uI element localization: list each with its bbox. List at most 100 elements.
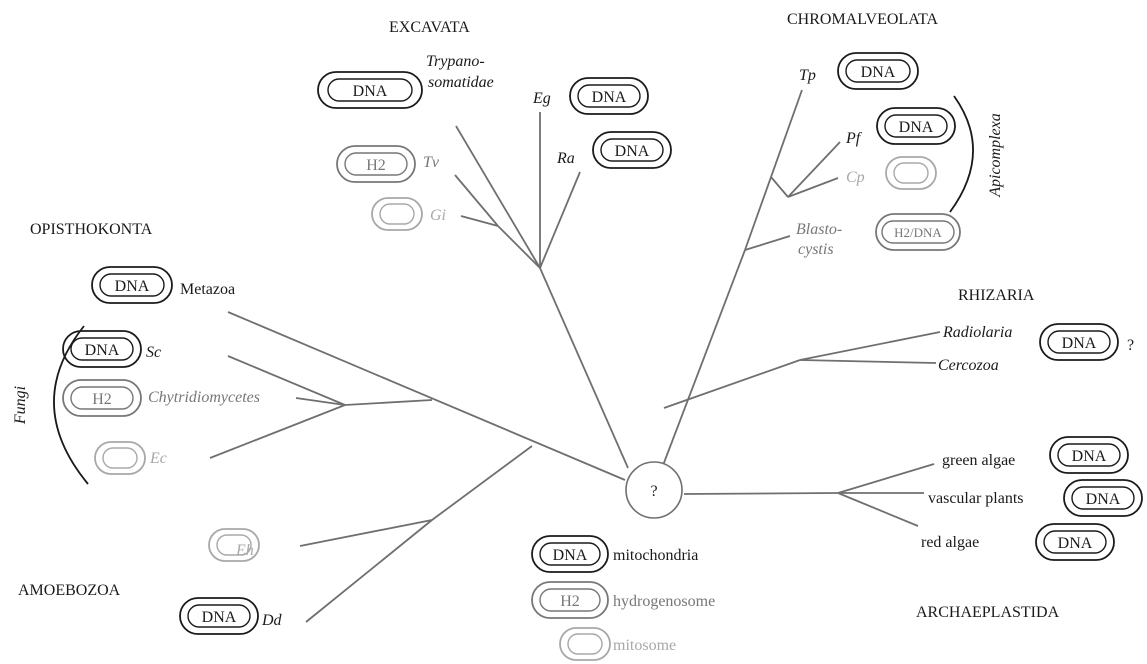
taxon-dd: Dd	[261, 612, 283, 629]
branch-fungi-stem	[344, 399, 433, 406]
group-chromalveolata: CHROMALVEOLATA	[787, 11, 938, 28]
badge-label: DNA	[899, 119, 934, 136]
badge-label: H2	[366, 157, 386, 174]
badge-mitochondria-trypanosomatidae: DNA	[317, 71, 423, 109]
organelle-badges: DNA DNA DNA H2 DNA	[62, 52, 1143, 635]
badge-mitochondria-vascular-plants: DNA	[1063, 479, 1143, 517]
badge-label: H2	[92, 391, 112, 408]
taxon-labels: Trypano- somatidae Eg Ra Tv Gi Tp Pf Cp …	[146, 53, 1134, 629]
badge-mitochondria-tp: DNA	[837, 52, 919, 90]
badge-mitochondria-red-algae: DNA	[1035, 523, 1115, 561]
legend-item-hydrogenosome: H2 hydrogenosome	[531, 581, 715, 619]
branch-red-algae	[837, 492, 919, 527]
branch-blastocystis	[744, 235, 791, 251]
badge-label: DNA	[353, 83, 388, 100]
branch-opisthokonta-stem	[227, 311, 626, 481]
badge-label: H2/DNA	[894, 225, 942, 240]
branch-green-algae	[837, 463, 935, 494]
taxon-metazoa: Metazoa	[180, 281, 235, 298]
badge-label: DNA	[85, 342, 120, 359]
apicomplexa-label: Apicomplexa	[987, 113, 1004, 198]
taxon-cercozoa: Cercozoa	[938, 357, 999, 374]
badge-label: DNA	[115, 278, 150, 295]
badge-mitosome-cp	[885, 156, 937, 190]
badge-label: DNA	[202, 609, 237, 626]
badge-label: DNA	[592, 89, 627, 106]
badge-mitochondria-sc: DNA	[62, 330, 142, 368]
badge-label: DNA	[1058, 535, 1093, 552]
taxon-red-algae: red algae	[921, 534, 979, 551]
badge-label: DNA	[553, 547, 588, 564]
taxon-vascular-plants: vascular plants	[928, 490, 1024, 507]
branch-tv	[454, 174, 499, 227]
taxon-radiolaria-question: ?	[1127, 337, 1134, 354]
badge-hydrogenosome-blastocystis: H2/DNA	[875, 213, 961, 251]
taxon-eg: Eg	[532, 90, 551, 107]
branch-pf	[787, 141, 841, 198]
branch-ec	[209, 404, 346, 459]
branch-apicomplexa	[770, 176, 789, 198]
group-rhizaria: RHIZARIA	[958, 287, 1035, 304]
taxon-pf: Pf	[845, 130, 863, 147]
branch-radiolaria	[799, 331, 941, 361]
taxon-chytridiomycetes: Chytridiomycetes	[148, 389, 260, 406]
taxon-green-algae: green algae	[942, 452, 1015, 469]
branch-tp	[744, 89, 803, 251]
branch-gi	[460, 215, 499, 227]
legend-item-mitochondria: DNA mitochondria	[531, 535, 698, 573]
group-amoebozoa: AMOEBOZOA	[18, 582, 121, 599]
badge-mitochondria-pf: DNA	[876, 107, 956, 145]
badge-hydrogenosome-tv: H2	[336, 145, 416, 183]
root-node: ?	[625, 461, 683, 519]
badge-label: H2	[560, 593, 580, 610]
branch-archaeplastida-stem	[683, 492, 839, 495]
taxon-sc: Sc	[146, 344, 161, 361]
branch-excavata-inner	[497, 225, 541, 269]
apicomplexa-bracket: Apicomplexa	[949, 95, 1004, 213]
group-labels: EXCAVATA CHROMALVEOLATA OPISTHOKONTA RHI…	[18, 11, 1060, 621]
branch-excavata-stem	[539, 267, 629, 469]
legend: DNA mitochondria H2 hydrogenosome mitoso…	[531, 535, 715, 661]
legend-item-mitosome: mitosome	[559, 627, 676, 661]
badge-label: DNA	[615, 143, 650, 160]
branch-chytridiomycetes	[295, 397, 346, 406]
branch-eh	[299, 519, 433, 547]
badge-label: DNA	[1072, 448, 1107, 465]
fungi-bracket: Fungi	[12, 325, 89, 485]
taxon-tv: Tv	[423, 154, 440, 171]
branch-sc	[227, 355, 346, 406]
badge-mitochondria-green-algae: DNA	[1049, 436, 1129, 474]
tree-branches	[209, 89, 941, 623]
badge-mitosome-ec	[94, 441, 146, 475]
badge-mitochondria-radiolaria: DNA	[1039, 323, 1119, 361]
taxon-ra: Ra	[556, 150, 575, 167]
taxon-cp: Cp	[846, 169, 865, 186]
badge-mitochondria-ra: DNA	[592, 131, 672, 169]
branch-ra	[539, 171, 581, 269]
group-opisthokonta: OPISTHOKONTA	[30, 221, 153, 238]
taxon-gi: Gi	[430, 207, 446, 224]
branch-cercozoa	[799, 359, 937, 364]
group-excavata: EXCAVATA	[389, 19, 470, 36]
taxon-trypanosomatidae-line2: somatidae	[428, 74, 494, 91]
taxon-radiolaria: Radiolaria	[942, 324, 1012, 341]
group-archaeplastida: ARCHAEPLASTIDA	[916, 604, 1060, 621]
fungi-label: Fungi	[12, 386, 29, 425]
badge-mitosome-gi	[371, 197, 423, 231]
root-label: ?	[650, 483, 657, 500]
branch-cp	[787, 177, 839, 198]
taxon-tp: Tp	[799, 67, 816, 84]
legend-label-mitosome: mitosome	[613, 637, 676, 654]
branch-dd	[305, 519, 433, 623]
badge-label: DNA	[1062, 335, 1097, 352]
badge-mitosome-eh	[208, 528, 260, 562]
legend-label-hydrogenosome: hydrogenosome	[613, 593, 715, 610]
taxon-ec: Ec	[149, 450, 167, 467]
taxon-trypanosomatidae-line1: Trypano-	[426, 53, 485, 70]
badge-label: DNA	[1086, 491, 1121, 508]
branch-trypanosomatidae	[455, 125, 541, 269]
badge-hydrogenosome-chytridiomycetes: H2	[62, 379, 142, 417]
badge-mitochondria-dd: DNA	[179, 597, 259, 635]
badge-mitochondria-eg: DNA	[569, 77, 649, 115]
